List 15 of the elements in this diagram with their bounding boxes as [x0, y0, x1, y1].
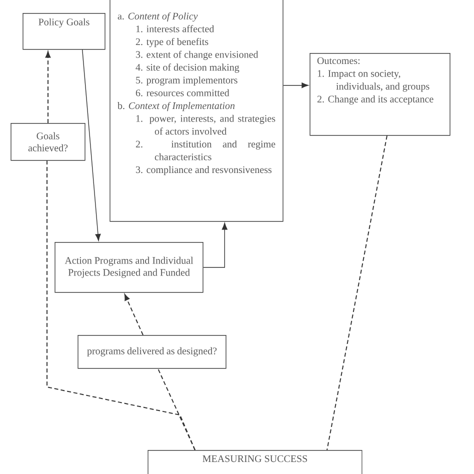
dashed-arrow: [124, 294, 144, 336]
text-box: MEASURING SUCCESS: [148, 450, 362, 474]
dashed-line: [158, 368, 196, 450]
text-box: Action Programs and Individual Projects Designed and Funded: [54, 242, 204, 293]
text-box: Outcomes: 1. Impact on society, individuals, and groups 2. Change and its acceptance: [310, 53, 450, 136]
text-box: Policy Goals: [22, 13, 106, 50]
text-box: a. Content of Policy 1. interests affected 2. type of benefits 3. extent of change envisioned 4. site of decision making 5. program implementors 6. resources committed b. Context of Implementation 1. power, interests, and strategies of actors involved 2. institution and regime characteristics 3. compliance and resvonsiveness: [110, 0, 284, 222]
arrow: [203, 222, 228, 268]
arrow: [283, 82, 309, 88]
dashed-arrow: [45, 51, 51, 124]
text-box: programs delivered as designed?: [78, 335, 226, 369]
dashed-line: [46, 160, 196, 450]
arrow: [82, 49, 101, 241]
dashed-line: [326, 135, 388, 450]
text-box: Goals achieved?: [10, 123, 86, 161]
